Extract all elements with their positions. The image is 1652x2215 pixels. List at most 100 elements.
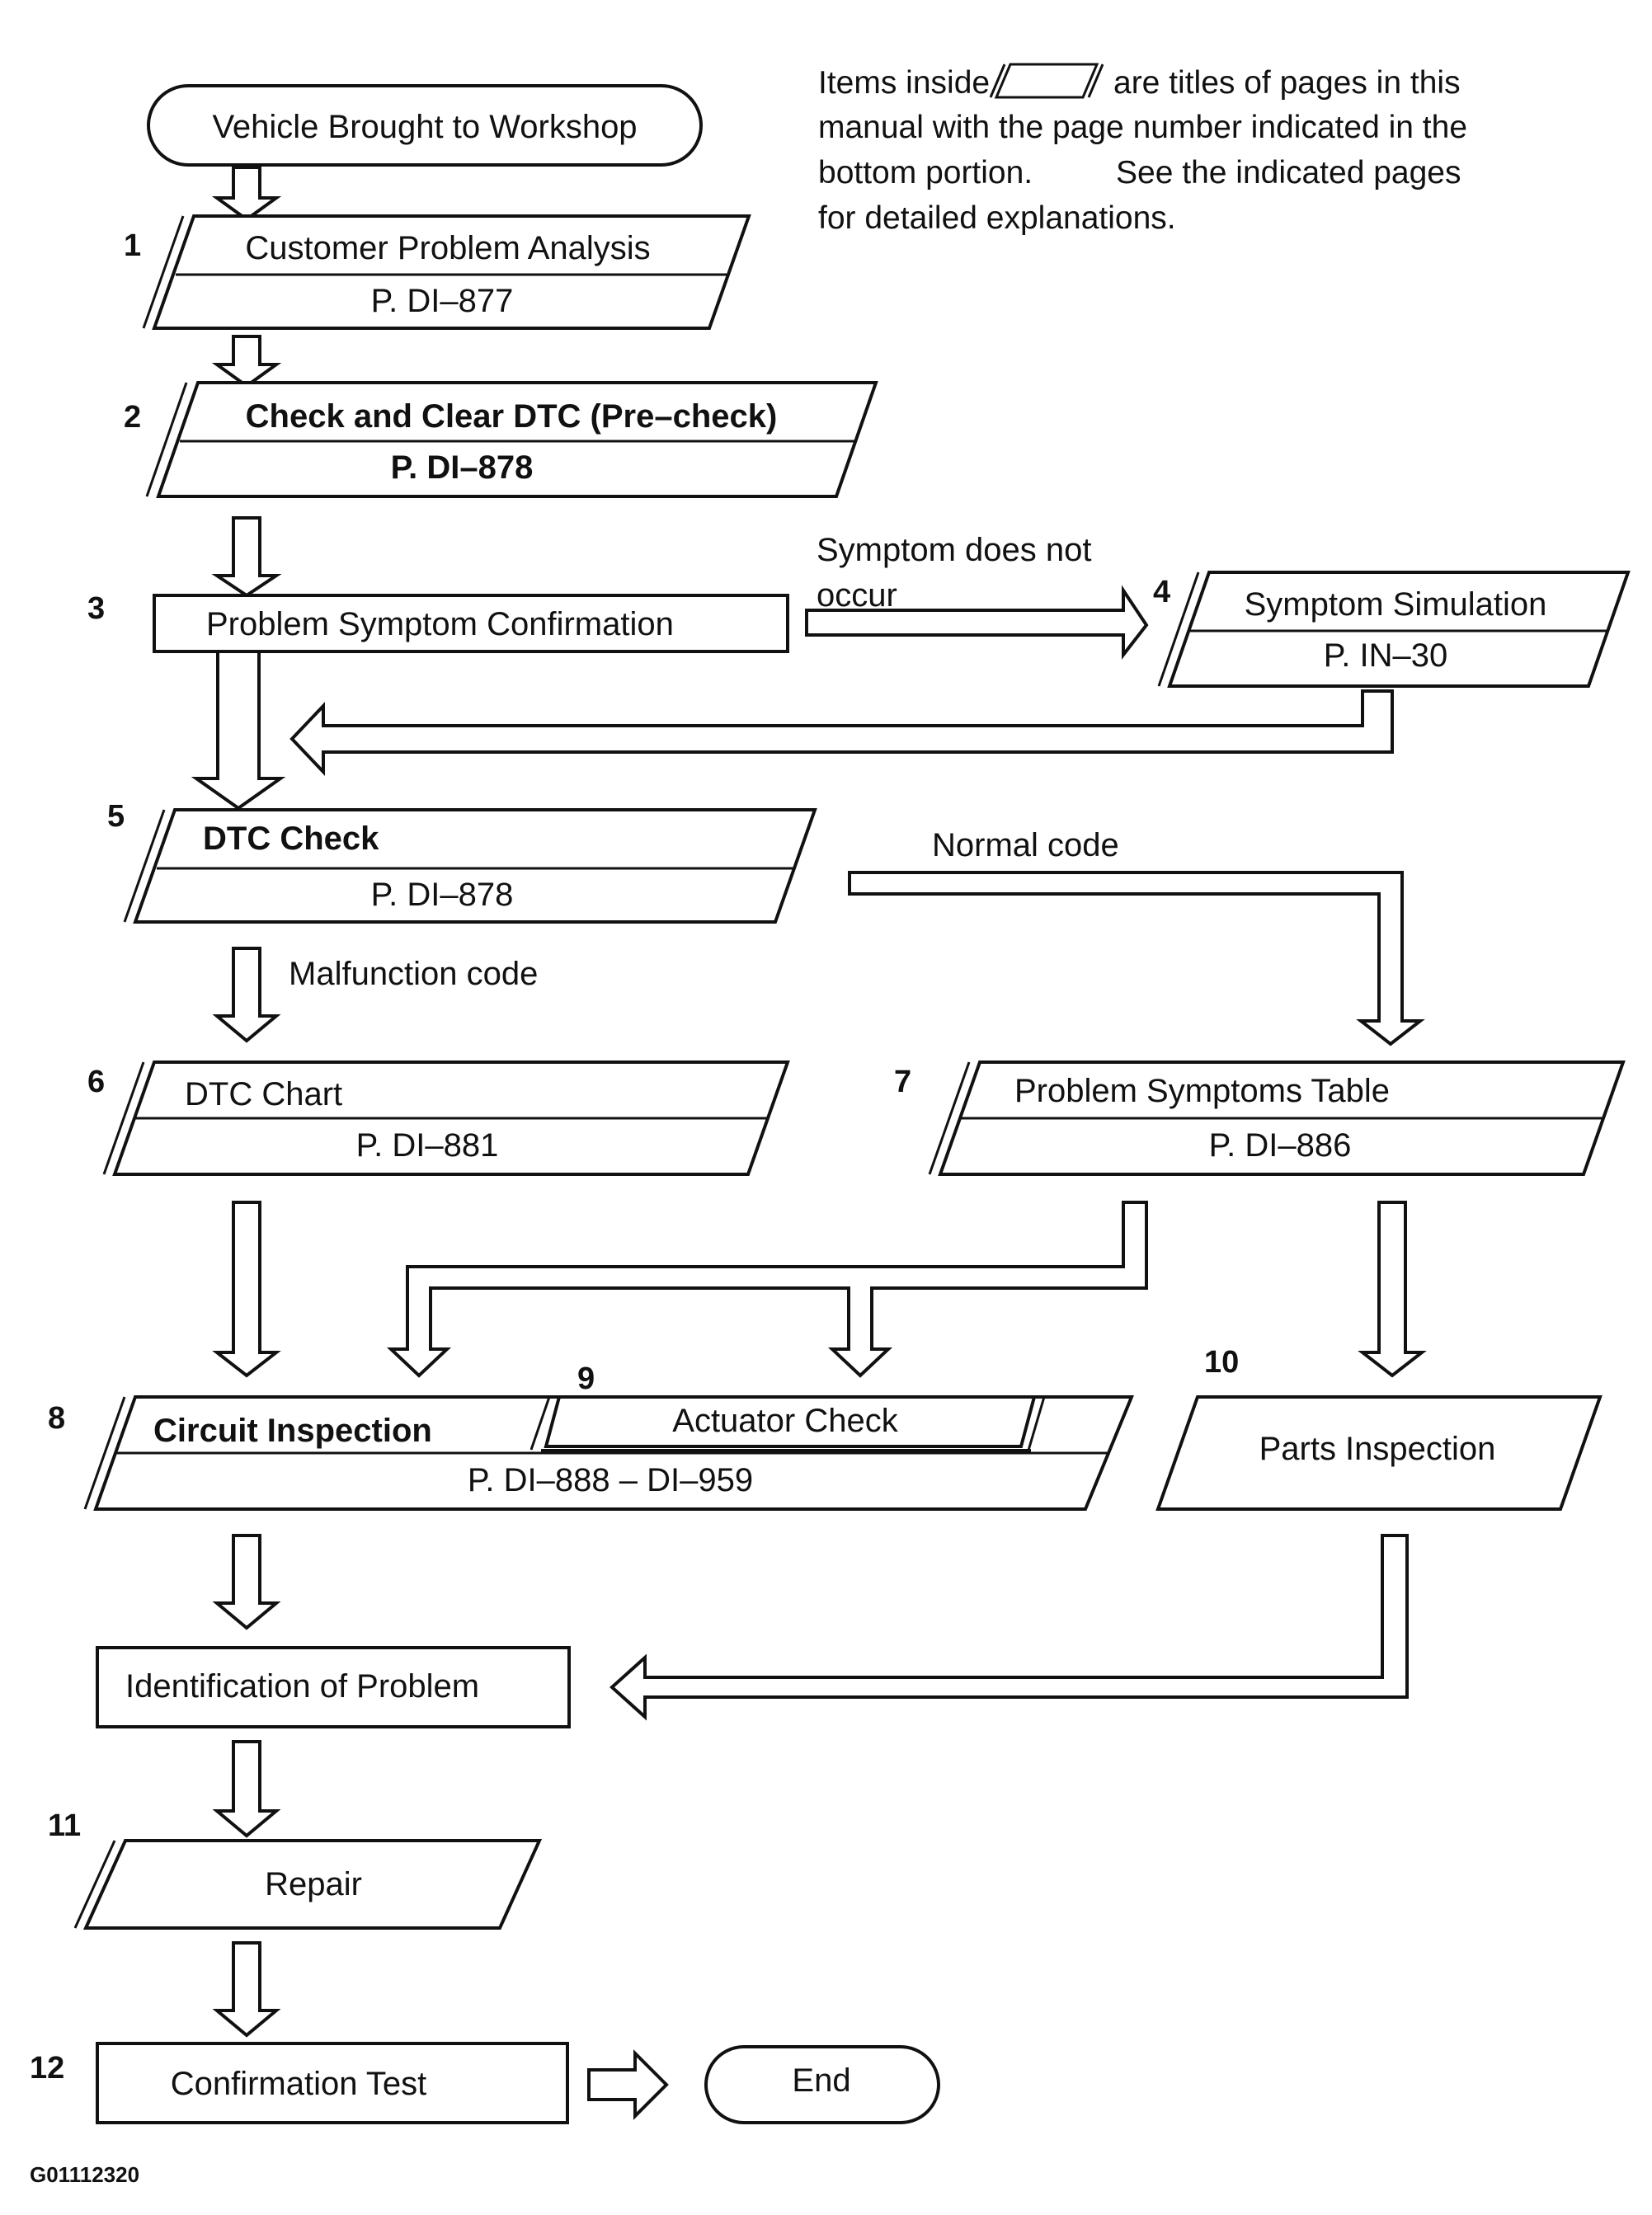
legend-text-1b: are titles of pages in this [1113, 65, 1461, 101]
arrow-right-icon [587, 2049, 669, 2120]
step-4-shape [1167, 571, 1631, 688]
step-12-confirmation-test: 12 Confirmation Test [30, 2042, 569, 2124]
legend-text-2: manual with the page number indicated in… [818, 110, 1467, 145]
edge-label-malfunction-code: Malfunction code [289, 956, 538, 992]
start-terminal-shape [147, 84, 703, 167]
step-9-double-edge-right [1026, 1396, 1046, 1454]
identification-shape [96, 1646, 571, 1728]
step-1-title: Customer Problem Analysis [245, 230, 650, 266]
step-3-title: Problem Symptom Confirmation [206, 606, 674, 642]
legend-parallelogram-icon [994, 63, 1099, 99]
step-1-shape [152, 214, 751, 330]
edge-label-normal-code: Normal code [932, 827, 1119, 863]
arrow-down-icon [212, 1740, 281, 1838]
arrow-down-icon [212, 947, 281, 1043]
identification-title: Identification of Problem [125, 1668, 479, 1705]
start-terminal: Vehicle Brought to Workshop [147, 84, 703, 167]
step-9-actuator-check: 9 Actuator Check [529, 1361, 1046, 1454]
step-10-title: Parts Inspection [1259, 1431, 1496, 1467]
step-3-problem-symptom-confirmation: 3 Problem Symptom Confirmation [87, 591, 789, 653]
step-1-number: 1 [124, 228, 141, 263]
step-1-customer-problem-analysis: 1 Customer Problem Analysis P. DI–877 [124, 214, 751, 330]
step-4-number: 4 [1153, 575, 1170, 609]
legend-text-4: for detailed explanations. [818, 200, 1176, 236]
edge-label-symptom-does-not-occur-2: occur [817, 577, 897, 614]
arrow-right-icon [805, 585, 1149, 660]
end-terminal-shape [704, 2045, 940, 2124]
arrow-branch-icon [386, 1201, 1148, 1378]
end-label: End [792, 2062, 850, 2099]
step-1-double-edge [142, 215, 185, 329]
arrow-left-icon [289, 689, 1394, 777]
legend: Items inside are titles of pages in this… [818, 63, 1467, 236]
legend-text-3a: bottom portion. [818, 155, 1033, 190]
identification-of-problem: Identification of Problem [96, 1646, 571, 1728]
step-11-double-edge [73, 1840, 116, 1929]
step-8-title: Circuit Inspection [153, 1413, 432, 1449]
step-6-number: 6 [87, 1065, 105, 1099]
step-1-page: P. DI–877 [371, 283, 514, 319]
arrow-down-icon [212, 1941, 281, 2038]
step-11-shape [82, 1839, 543, 1930]
step-10-number: 10 [1204, 1345, 1239, 1380]
step-8-number: 8 [48, 1401, 65, 1436]
step-8-page: P. DI–888 – DI–959 [468, 1462, 753, 1498]
step-9-number: 9 [577, 1361, 595, 1396]
legend-text-3b: See the indicated pages [1116, 155, 1461, 190]
legend-parallelogram-stroke [989, 63, 1006, 98]
arrow-down-icon [211, 166, 282, 222]
step-2-title: Check and Clear DTC (Pre–check) [246, 398, 778, 435]
arrow-down-icon [191, 650, 286, 811]
step-7-double-edge [928, 1061, 971, 1175]
edge-label-symptom-does-not-occur-1: Symptom does not [817, 532, 1092, 568]
start-label: Vehicle Brought to Workshop [212, 109, 637, 145]
arrow-down-icon [1358, 1201, 1427, 1378]
step-3-number: 3 [87, 591, 105, 626]
step-4-page: P. IN–30 [1324, 637, 1448, 674]
step-12-title: Confirmation Test [171, 2066, 427, 2102]
figure-code: G01112320 [30, 2162, 139, 2187]
step-8-double-edge [83, 1396, 126, 1510]
step-9-title: Actuator Check [672, 1403, 898, 1439]
step-4-double-edge [1157, 571, 1200, 687]
step-5-page: P. DI–878 [371, 877, 514, 913]
step-10-parts-inspection: 10 Parts Inspection [1155, 1345, 1603, 1511]
step-12-shape [96, 2042, 569, 2124]
step-4-symptom-simulation: 4 Symptom Simulation P. IN–30 [1153, 571, 1631, 688]
step-11-title: Repair [265, 1866, 362, 1902]
step-7-page: P. DI–886 [1209, 1127, 1352, 1164]
step-6-dtc-chart: 6 DTC Chart P. DI–881 [87, 1060, 790, 1176]
step-6-title: DTC Chart [185, 1076, 342, 1112]
arrow-down-icon [211, 335, 282, 388]
step-6-double-edge [102, 1061, 145, 1175]
step-2-check-and-clear-dtc: 2 Check and Clear DTC (Pre–check) P. DI–… [124, 381, 878, 498]
end-terminal: End [704, 2045, 940, 2124]
arrow-down-icon [211, 516, 282, 598]
step-2-page: P. DI–878 [391, 449, 534, 486]
step-5-title: DTC Check [203, 821, 379, 857]
step-6-page: P. DI–881 [356, 1127, 499, 1164]
step-10-shape [1155, 1395, 1603, 1511]
arrow-left-icon [609, 1534, 1409, 1721]
step-9-shape [544, 1395, 1037, 1448]
legend-text-1a: Items inside [818, 65, 990, 101]
step-3-shape [153, 594, 789, 653]
step-12-number: 12 [30, 2051, 64, 2086]
step-5-shape [133, 808, 817, 924]
step-11-number: 11 [48, 1808, 81, 1843]
legend-parallelogram-stroke-2 [1087, 63, 1104, 98]
step-9-double-edge [529, 1396, 551, 1451]
step-4-title: Symptom Simulation [1245, 586, 1547, 623]
step-2-shape [156, 381, 878, 498]
step-5-dtc-check: 5 DTC Check P. DI–878 [107, 799, 817, 924]
step-7-number: 7 [894, 1065, 911, 1099]
step-5-double-edge [123, 809, 166, 923]
step-7-problem-symptoms-table: 7 Problem Symptoms Table P. DI–886 [894, 1060, 1626, 1176]
arrow-down-icon [212, 1201, 281, 1378]
step-2-double-edge [145, 382, 188, 497]
arrow-down-icon [212, 1534, 281, 1630]
arrow-elbow-right-down-icon [848, 871, 1425, 1046]
step-11-repair: 11 Repair [48, 1808, 543, 1930]
step-7-title: Problem Symptoms Table [1014, 1073, 1390, 1109]
